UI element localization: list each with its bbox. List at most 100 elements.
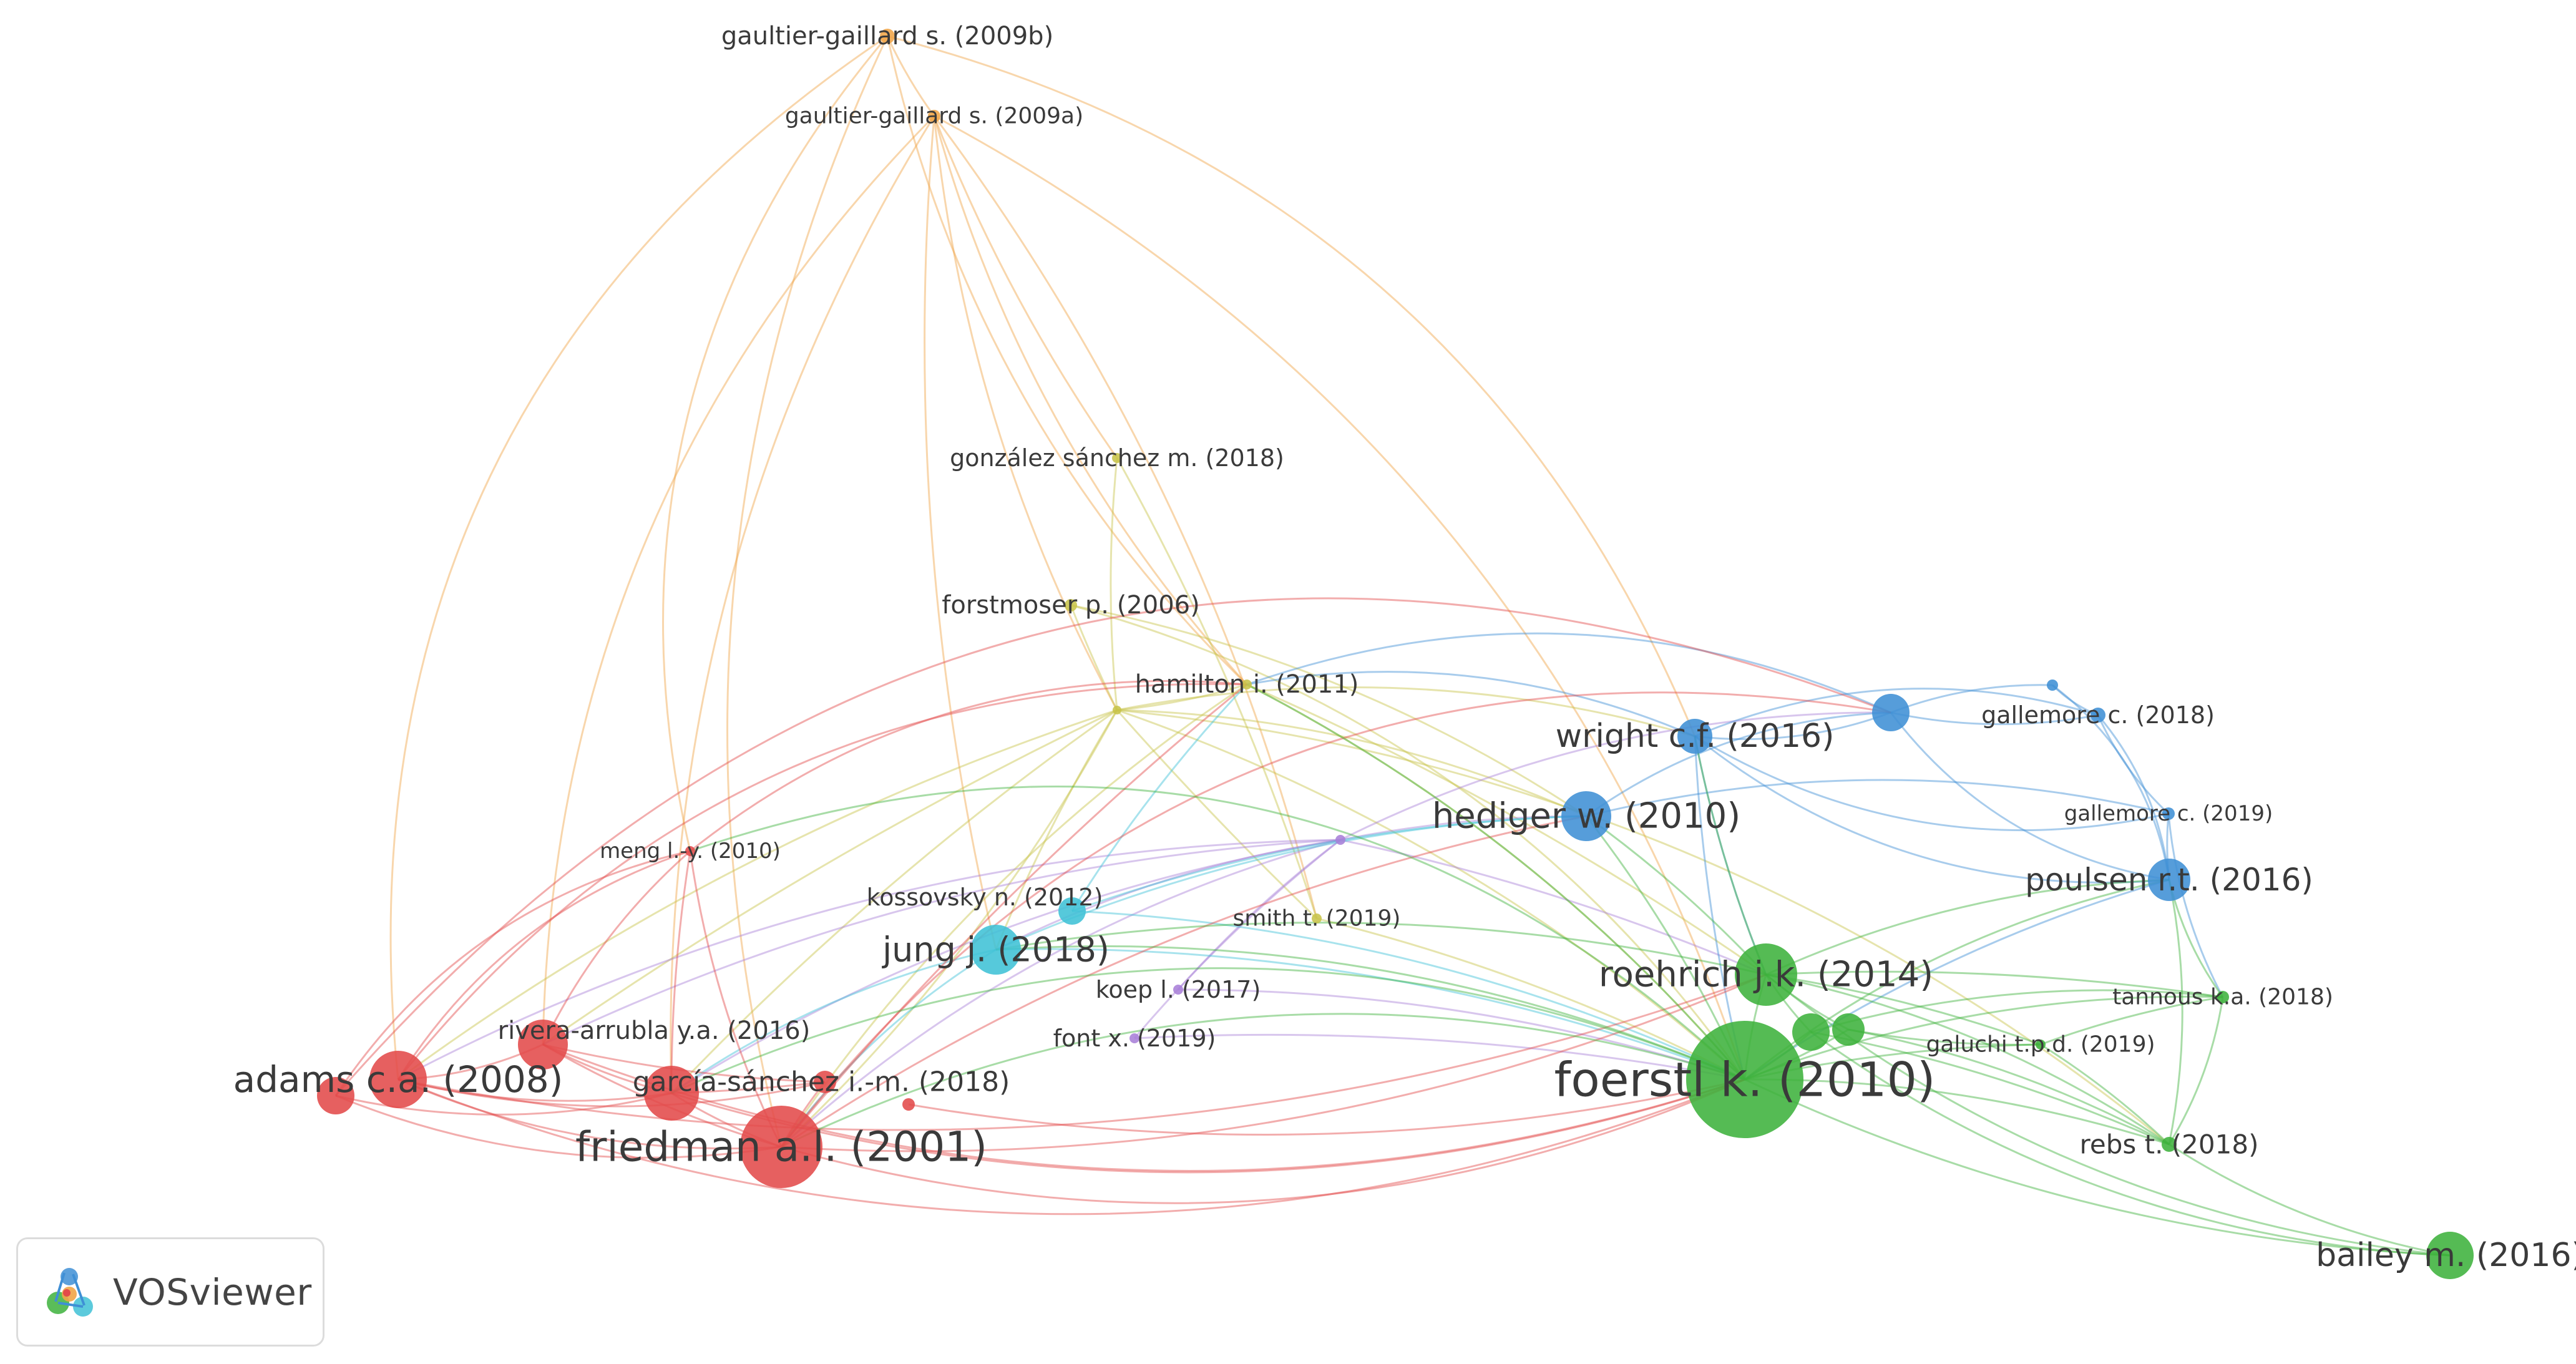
network-node-red-small[interactable]: [317, 1077, 354, 1114]
node-label-gaultier-b[interactable]: gaultier-gaillard s. (2009b): [721, 22, 1053, 51]
network-node-hediger[interactable]: [1561, 791, 1611, 841]
network-edge: [398, 1078, 782, 1150]
logo-text: VOSviewer: [113, 1270, 312, 1313]
node-label-font[interactable]: font x. (2019): [1053, 1025, 1216, 1052]
network-edge: [335, 1092, 672, 1116]
network-edge: [995, 945, 1745, 1081]
network-node-wright[interactable]: [1677, 719, 1712, 754]
network-node-adams[interactable]: [369, 1051, 427, 1108]
network-node-friedman[interactable]: [740, 1106, 822, 1188]
node-label-bailey[interactable]: bailey m. (2016): [2316, 1237, 2576, 1274]
network-edge: [1116, 709, 2170, 1146]
network-node-tannous[interactable]: [2217, 991, 2229, 1003]
network-node-galuchi[interactable]: [2036, 1040, 2046, 1050]
network-edge: [1744, 1078, 2451, 1257]
network-node-gaultier-a[interactable]: [928, 110, 940, 122]
network-edge: [389, 35, 888, 1080]
network-edge: [780, 683, 1247, 1147]
network-edge: [334, 850, 691, 1096]
network-node-blue-unl[interactable]: [1872, 694, 1910, 731]
network-node-red-dot[interactable]: [902, 1098, 915, 1111]
network-edge: [1694, 688, 2099, 738]
network-node-gonzalez[interactable]: [1112, 453, 1122, 463]
node-label-wright[interactable]: wright c.f. (2016): [1556, 718, 1835, 755]
network-edge: [1116, 683, 1247, 711]
node-label-foerstl[interactable]: foerstl k. (2010): [1554, 1052, 1936, 1108]
network-node-rivera[interactable]: [518, 1020, 568, 1069]
network-edge: [335, 1094, 782, 1159]
network-edge: [542, 115, 935, 1045]
node-label-gonzalez[interactable]: gonzález sánchez m. (2018): [950, 444, 1284, 472]
node-label-jung[interactable]: jung j. (2018): [882, 930, 1110, 970]
network-node-kossovsky[interactable]: [1058, 897, 1086, 925]
network-edge: [1071, 683, 1248, 912]
network-node-forstmoser[interactable]: [1065, 599, 1077, 611]
network-edge: [1765, 973, 2041, 1046]
network-node-hamilton[interactable]: [1242, 680, 1252, 689]
network-node-rebs[interactable]: [2162, 1137, 2177, 1152]
node-label-adams[interactable]: adams c.a. (2008): [233, 1058, 564, 1101]
network-node-roehrich[interactable]: [1735, 943, 1797, 1006]
network-node-koep[interactable]: [1173, 985, 1183, 995]
network-edge: [2169, 1143, 2451, 1257]
network-edge: [1694, 736, 1767, 975]
network-edge: [398, 1078, 826, 1108]
node-label-hamilton[interactable]: hamilton i. (2011): [1135, 670, 1359, 699]
node-label-forstmoser[interactable]: forstmoser p. (2006): [942, 591, 1199, 620]
network-edge: [924, 115, 997, 950]
network-edge: [2168, 879, 2183, 1145]
network-node-poulsen[interactable]: [2148, 859, 2190, 901]
network-edge: [780, 691, 1891, 1147]
network-edge: [1316, 917, 1745, 1081]
network-node-hubyellow[interactable]: [1113, 706, 1121, 714]
network-edge: [1890, 684, 2053, 714]
network-edge: [1765, 879, 2170, 976]
network-edge: [781, 973, 1767, 1152]
node-label-roehrich[interactable]: roehrich j.k. (2014): [1599, 955, 1933, 995]
network-edge: [2040, 1043, 2170, 1146]
network-edge: [542, 839, 1341, 1046]
node-label-galuchi[interactable]: galuchi t.p.d. (2019): [1926, 1032, 2155, 1058]
network-edge: [886, 36, 1248, 686]
node-label-garcia[interactable]: garcía-sánchez i.-m. (2018): [633, 1066, 1010, 1098]
network-node-gaultier-b[interactable]: [880, 29, 895, 44]
network-edge: [670, 115, 935, 1094]
node-label-hediger[interactable]: hediger w. (2010): [1432, 796, 1740, 837]
network-node-green-s1[interactable]: [1792, 1013, 1830, 1051]
network-node-green-s2[interactable]: [1832, 1013, 1865, 1046]
node-label-meng[interactable]: meng l.-y. (2010): [600, 839, 781, 864]
node-label-poulsen[interactable]: poulsen r.t. (2016): [2025, 862, 2313, 898]
network-node-meng[interactable]: [685, 846, 695, 856]
node-label-gallemore18[interactable]: gallemore c. (2018): [1981, 701, 2215, 729]
network-node-red-mid[interactable]: [814, 1071, 836, 1093]
network-node-gallemore18[interactable]: [2091, 708, 2105, 723]
network-edge: [1810, 1031, 2451, 1257]
network-edge: [398, 1078, 1745, 1215]
node-label-tannous[interactable]: tannous k.a. (2018): [2112, 985, 2333, 1010]
node-label-koep[interactable]: koep l. (2017): [1096, 976, 1261, 1003]
network-node-blue-tiny[interactable]: [2047, 680, 2058, 691]
network-node-bailey[interactable]: [2426, 1232, 2474, 1279]
network-node-smith[interactable]: [1312, 913, 1322, 923]
node-label-gallemore19[interactable]: gallemore c. (2019): [2064, 801, 2273, 826]
node-label-rebs[interactable]: rebs t. (2018): [2080, 1129, 2259, 1160]
network-edge: [1340, 711, 1891, 841]
node-label-friedman[interactable]: friedman a.l. (2001): [575, 1123, 987, 1171]
network-node-purple-hub[interactable]: [1335, 835, 1345, 845]
network-node-jung[interactable]: [971, 925, 1021, 975]
node-label-smith[interactable]: smith t. (2019): [1233, 906, 1401, 932]
node-label-gaultier-a[interactable]: gaultier-gaillard s. (2009a): [785, 104, 1083, 129]
node-label-kossovsky[interactable]: kossovsky n. (2012): [867, 884, 1103, 911]
network-edge: [1116, 709, 1587, 817]
network-edge: [933, 115, 1318, 919]
network-edge: [1110, 457, 1118, 711]
network-edge: [726, 36, 889, 1147]
network-edge: [887, 35, 1696, 737]
network-node-font[interactable]: [1129, 1033, 1139, 1043]
node-label-rivera[interactable]: rivera-arrubla y.a. (2016): [498, 1016, 811, 1045]
network-node-gallemore19[interactable]: [2162, 807, 2175, 820]
network-edge: [1586, 711, 1891, 817]
network-node-garcia[interactable]: [644, 1066, 699, 1121]
network-node-foerstl[interactable]: [1686, 1021, 1803, 1138]
